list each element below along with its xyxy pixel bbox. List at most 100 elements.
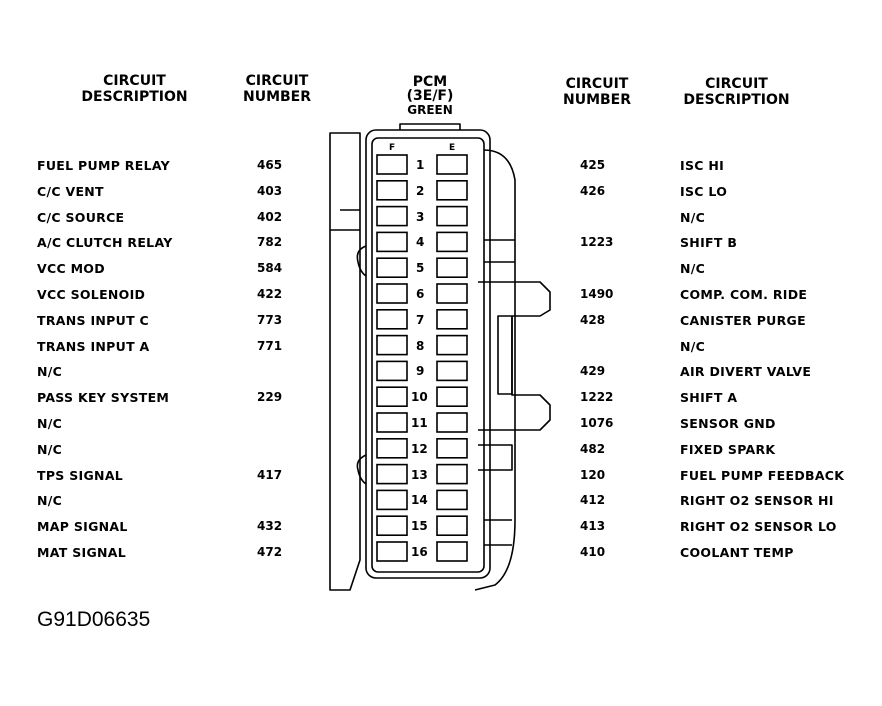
- left-circuit-number: 771: [257, 338, 283, 353]
- right-circuit-number: 1223: [580, 235, 614, 250]
- pin-cavity-f: [376, 360, 408, 382]
- pin-cavity-f: [376, 308, 408, 330]
- right-circuit-description: N/C: [680, 261, 706, 277]
- left-circuit-description: N/C: [37, 364, 63, 380]
- pin-number: 12: [411, 441, 428, 456]
- right-circuit-description: N/C: [680, 209, 706, 225]
- pin-cavity-e: [436, 515, 468, 537]
- pin-number: 15: [411, 519, 428, 534]
- pin-cavity-f: [376, 334, 408, 356]
- left-circuit-description: PASS KEY SYSTEM: [37, 390, 170, 406]
- pin-cavity-e: [436, 257, 468, 279]
- left-circuit-number: 584: [257, 261, 283, 276]
- right-circuit-description: ISC LO: [680, 183, 728, 199]
- left-circuit-number: 465: [257, 158, 283, 172]
- left-number-header-line2: NUMBER: [242, 89, 312, 105]
- left-number-header: CIRCUIT NUMBER: [232, 73, 322, 105]
- right-circuit-description: AIR DIVERT VALVE: [680, 364, 812, 380]
- left-circuit-number: 402: [257, 209, 283, 224]
- left-circuit-description: TRANS INPUT C: [37, 312, 150, 328]
- right-circuit-number: 413: [580, 519, 606, 534]
- pin-number: 1: [416, 158, 425, 172]
- pin-number: 6: [416, 287, 425, 301]
- left-circuit-number: 229: [257, 390, 283, 405]
- pin-cavity-f: [376, 463, 408, 485]
- pin-number: 9: [416, 364, 425, 379]
- right-circuit-number: 410: [580, 545, 606, 559]
- pin-cavity-e: [436, 412, 468, 433]
- pin-number: 16: [411, 545, 428, 559]
- pin-cavity-e: [436, 386, 468, 408]
- left-circuit-description: N/C: [37, 493, 63, 509]
- right-circuit-description: FIXED SPARK: [680, 441, 776, 457]
- left-circuit-description: TRANS INPUT A: [37, 338, 150, 354]
- pin-number: 11: [411, 416, 428, 430]
- right-number-header: CIRCUIT NUMBER: [552, 76, 642, 108]
- left-circuit-description: VCC SOLENOID: [37, 287, 146, 302]
- pin-cavity-f: [376, 205, 408, 227]
- pcm-header-line3: GREEN: [407, 103, 453, 117]
- right-circuit-description: SHIFT A: [680, 390, 738, 406]
- pin-box-group: [376, 154, 468, 562]
- left-circuit-number: 472: [257, 545, 283, 559]
- left-circuit-number: 782: [257, 235, 283, 250]
- left-circuit-number: 773: [257, 312, 283, 327]
- pin-number: 3: [416, 209, 425, 224]
- left-circuit-number: 417: [257, 467, 283, 482]
- right-circuit-number: 482: [580, 441, 606, 456]
- pin-cavity-e: [436, 231, 468, 253]
- right-circuit-description: N/C: [680, 338, 706, 354]
- pin-number: 10: [411, 390, 428, 405]
- left-circuit-description: FUEL PUMP RELAY: [37, 158, 170, 173]
- right-circuit-number: 1222: [580, 390, 614, 405]
- pin-cavity-f: [376, 180, 408, 201]
- right-circuit-description: COMP. COM. RIDE: [680, 287, 808, 302]
- left-description-header-line2: DESCRIPTION: [81, 89, 188, 105]
- right-circuit-description: SHIFT B: [680, 235, 738, 251]
- pin-cavity-e: [436, 541, 468, 562]
- left-circuit-description: A/C CLUTCH RELAY: [37, 235, 173, 251]
- right-circuit-number: 1076: [580, 416, 614, 430]
- pin-cavity-e: [436, 154, 468, 175]
- pin-cavity-f: [376, 515, 408, 537]
- pin-cavity-e: [436, 437, 468, 459]
- right-circuit-description: CANISTER PURGE: [680, 312, 806, 328]
- pin-number: 13: [411, 467, 428, 482]
- right-circuit-description: ISC HI: [680, 158, 725, 173]
- right-circuit-number: 120: [580, 467, 606, 482]
- left-number-header-line1: CIRCUIT: [245, 73, 309, 89]
- left-circuit-description: MAT SIGNAL: [37, 545, 127, 560]
- right-circuit-description: SENSOR GND: [680, 416, 776, 431]
- pin-cavity-f: [376, 154, 408, 175]
- pin-cavity-f: [376, 231, 408, 253]
- pin-number: 8: [416, 338, 425, 353]
- pin-cavity-e: [436, 360, 468, 382]
- right-circuit-description: RIGHT O2 SENSOR HI: [680, 493, 834, 509]
- right-description-header: CIRCUIT DESCRIPTION: [674, 76, 799, 108]
- right-circuit-number: 429: [580, 364, 606, 379]
- left-description-header-line1: CIRCUIT: [103, 73, 166, 89]
- right-circuit-number: 425: [580, 158, 606, 172]
- pin-cavity-f: [376, 283, 408, 304]
- left-circuit-number: 422: [257, 287, 283, 301]
- pin-number: 5: [416, 261, 425, 276]
- column-label-f: F: [389, 143, 395, 153]
- left-circuit-number: 403: [257, 183, 283, 198]
- left-circuit-description: N/C: [37, 441, 63, 457]
- pin-cavity-f: [376, 541, 408, 562]
- figure-id: G91D06635: [37, 608, 151, 631]
- pcm-header-line2: (3E/F): [406, 88, 454, 104]
- pin-cavity-e: [436, 463, 468, 485]
- left-circuit-description: C/C VENT: [37, 183, 104, 199]
- right-circuit-number: 1490: [580, 287, 614, 301]
- pin-cavity-e: [436, 205, 468, 227]
- pin-cavity-e: [436, 489, 468, 511]
- right-description-header-line2: DESCRIPTION: [683, 92, 790, 108]
- pin-number: 2: [416, 183, 425, 198]
- pin-cavity-e: [436, 334, 468, 356]
- pcm-header: PCM (3E/F) GREEN: [390, 75, 470, 117]
- pin-number: 4: [416, 235, 425, 250]
- right-circuit-number: 412: [580, 493, 606, 508]
- left-circuit-description: TPS SIGNAL: [37, 467, 124, 483]
